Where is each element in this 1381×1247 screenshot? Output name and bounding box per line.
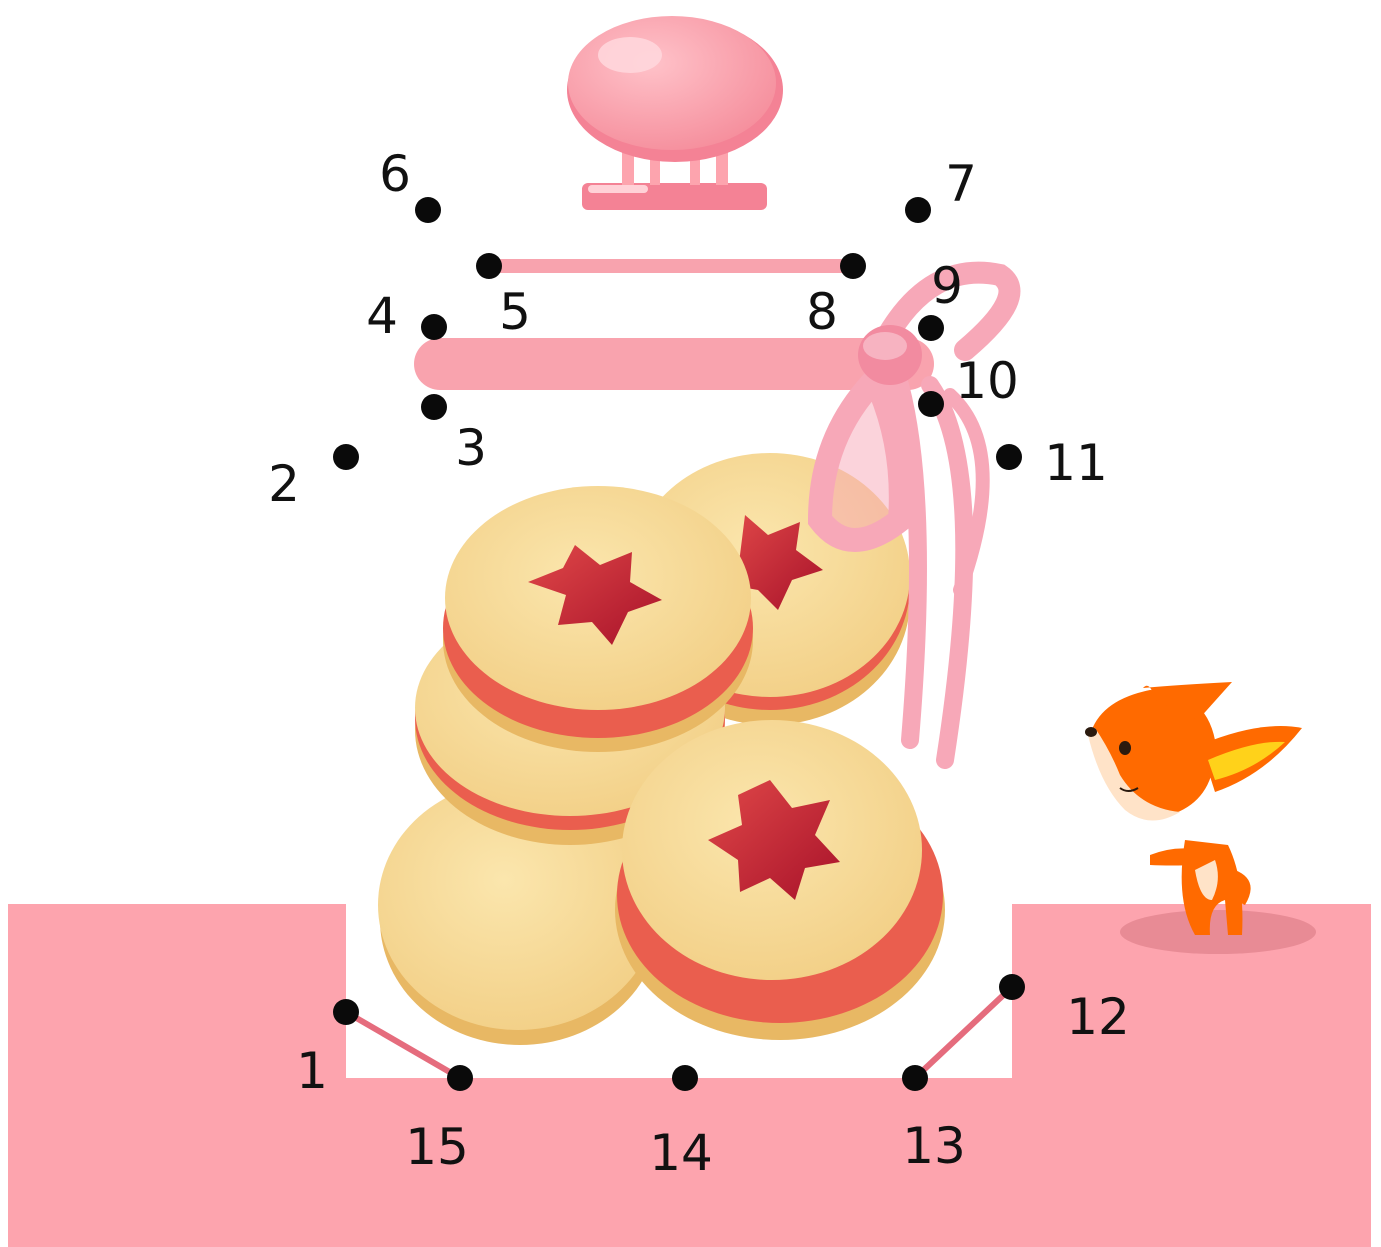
dot-label-1: 1 [296, 1042, 328, 1100]
dot-label-9: 9 [931, 257, 963, 315]
cookie [443, 486, 753, 752]
dot-label-4: 4 [366, 287, 398, 345]
segment-1-15 [343, 1009, 463, 1081]
dot-8[interactable] [840, 253, 866, 279]
dot-label-5: 5 [499, 283, 531, 341]
dot-label-8: 8 [806, 283, 838, 341]
dot-label-2: 2 [268, 455, 300, 513]
dot-label-10: 10 [955, 352, 1019, 410]
dot-1[interactable] [333, 999, 359, 1025]
jar-lid-band [414, 338, 934, 390]
jar-neck-rim [492, 259, 854, 273]
lid-knob [567, 16, 783, 210]
ribbon-bow [807, 261, 1021, 769]
dot-2[interactable] [333, 444, 359, 470]
dot-label-11: 11 [1044, 434, 1108, 492]
dot-14[interactable] [672, 1065, 698, 1091]
dot-label-12: 12 [1066, 988, 1130, 1046]
dot-12[interactable] [999, 974, 1025, 1000]
ground-shape [8, 904, 1371, 1247]
ribbon-knot-highlight [863, 332, 907, 360]
segment-12-13 [912, 984, 1015, 1081]
dot-label-7: 7 [945, 155, 977, 213]
dot-10[interactable] [918, 391, 944, 417]
dot-11[interactable] [996, 444, 1022, 470]
dot-13[interactable] [902, 1065, 928, 1091]
dot-5[interactable] [476, 253, 502, 279]
dot-9[interactable] [918, 315, 944, 341]
dot-label-15: 15 [405, 1118, 469, 1176]
dot-7[interactable] [905, 197, 931, 223]
dot-label-14: 14 [649, 1124, 713, 1182]
dot-6[interactable] [415, 197, 441, 223]
dot-label-13: 13 [902, 1117, 966, 1175]
dot-label-3: 3 [455, 419, 487, 477]
dots-layer [333, 197, 1025, 1091]
dot-label-6: 6 [379, 145, 411, 203]
cookie [615, 720, 945, 1040]
fox-character [1085, 682, 1302, 935]
dot-3[interactable] [421, 394, 447, 420]
drawn-segments [343, 984, 1015, 1081]
dot-15[interactable] [447, 1065, 473, 1091]
fox-shadow [1120, 910, 1316, 954]
dot-4[interactable] [421, 314, 447, 340]
